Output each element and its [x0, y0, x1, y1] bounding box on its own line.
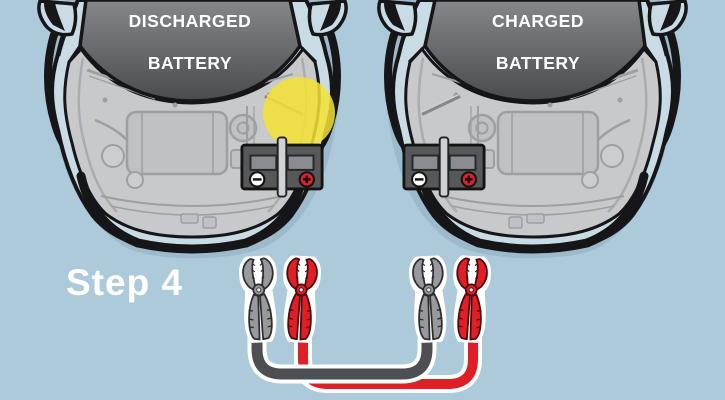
gray-cable-halo [247, 332, 437, 384]
battery-icon-discharged-car [240, 136, 324, 198]
battery-icon [240, 136, 324, 198]
gray-clamp-left [241, 257, 277, 340]
jumper-cables-illustration [225, 246, 510, 393]
gray-clamp-right [411, 257, 447, 340]
red-clamp-left [283, 257, 319, 340]
label-line: BATTERY [147, 53, 233, 73]
gray-cable [251, 332, 433, 380]
label-line: BATTERY [495, 53, 581, 73]
battery-icon-charged-car [402, 136, 486, 198]
windshield-label-discharged: DISCHARGED BATTERY [95, 11, 285, 74]
label-line: DISCHARGED [128, 11, 252, 31]
battery-icon [402, 136, 486, 198]
red-clamp-right [453, 257, 489, 340]
ground-point-highlight-circle [263, 77, 335, 149]
windshield-label-charged: CHARGED BATTERY [443, 11, 633, 74]
label-line: CHARGED [492, 11, 584, 31]
step-label: Step 4 [66, 262, 184, 303]
